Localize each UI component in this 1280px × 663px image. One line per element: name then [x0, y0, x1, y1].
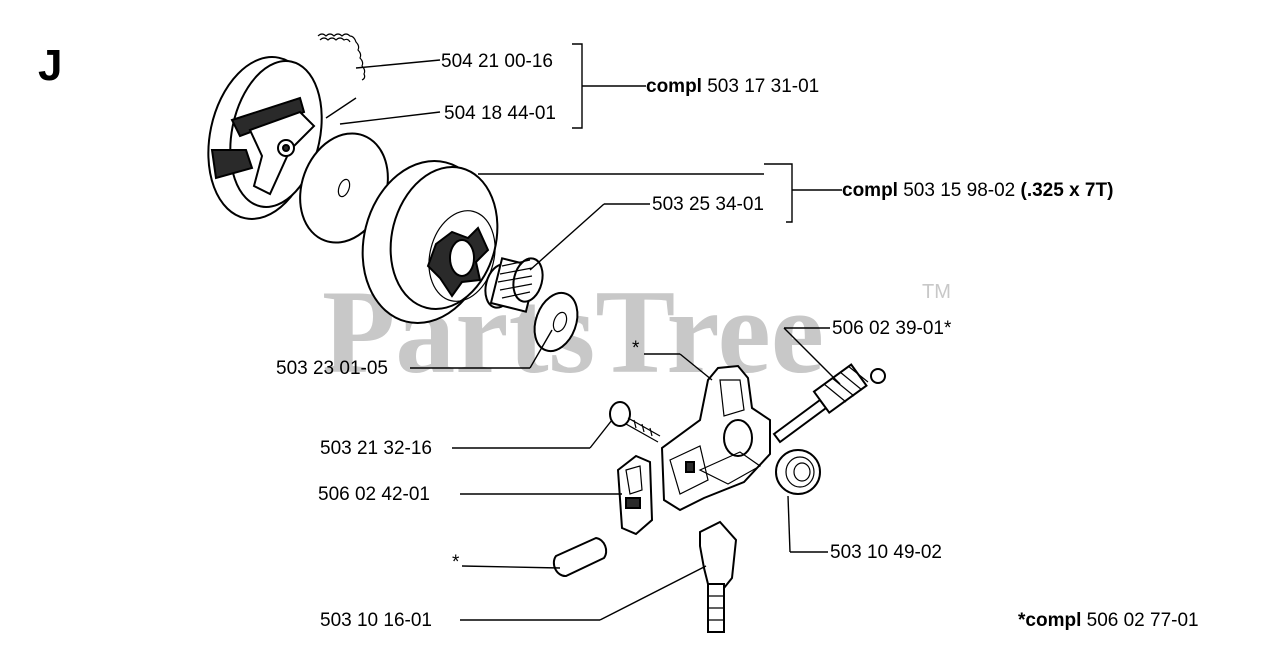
- section-letter: J: [38, 41, 62, 90]
- small-washer-part: [533, 291, 579, 353]
- watermark-trademark: TM: [922, 281, 951, 303]
- label-needle-bearing: 503 25 34-01: [652, 194, 764, 215]
- label-screw: 503 21 32-16: [320, 438, 432, 459]
- label-plug-star: *: [452, 552, 460, 573]
- label-spring: 504 21 00-16: [441, 51, 553, 72]
- screw-part: [609, 401, 661, 443]
- plug-part: [552, 536, 608, 578]
- label-pump-part: 506 02 42-01: [318, 484, 430, 505]
- hose-part: [699, 520, 738, 633]
- pump-shaft-part: [772, 363, 886, 444]
- leader-lines: [325, 43, 842, 621]
- clutch-part: [207, 56, 323, 220]
- label-clutch-compl: compl 503 17 31-01: [646, 76, 819, 97]
- label-hose: 503 10 16-01: [320, 610, 432, 631]
- label-shaft: 506 02 39-01*: [832, 318, 952, 339]
- pump-piece-part: [616, 454, 654, 536]
- spring-part: [317, 33, 366, 81]
- label-star: *: [632, 338, 640, 359]
- label-drum-compl: compl 503 15 98-02 (.325 x 7T): [842, 180, 1113, 201]
- needle-bearing-part: [484, 257, 544, 313]
- oil-pump-housing-part: [660, 364, 771, 512]
- label-worm: 503 10 49-02: [830, 542, 942, 563]
- clutch-drum-part: [361, 160, 499, 324]
- label-oilpump-compl: *compl 506 02 77-01: [1018, 610, 1199, 631]
- label-washer: 504 18 44-01: [444, 103, 556, 124]
- worm-gear-part: [775, 449, 821, 495]
- label-washer2: 503 23 01-05: [276, 358, 388, 379]
